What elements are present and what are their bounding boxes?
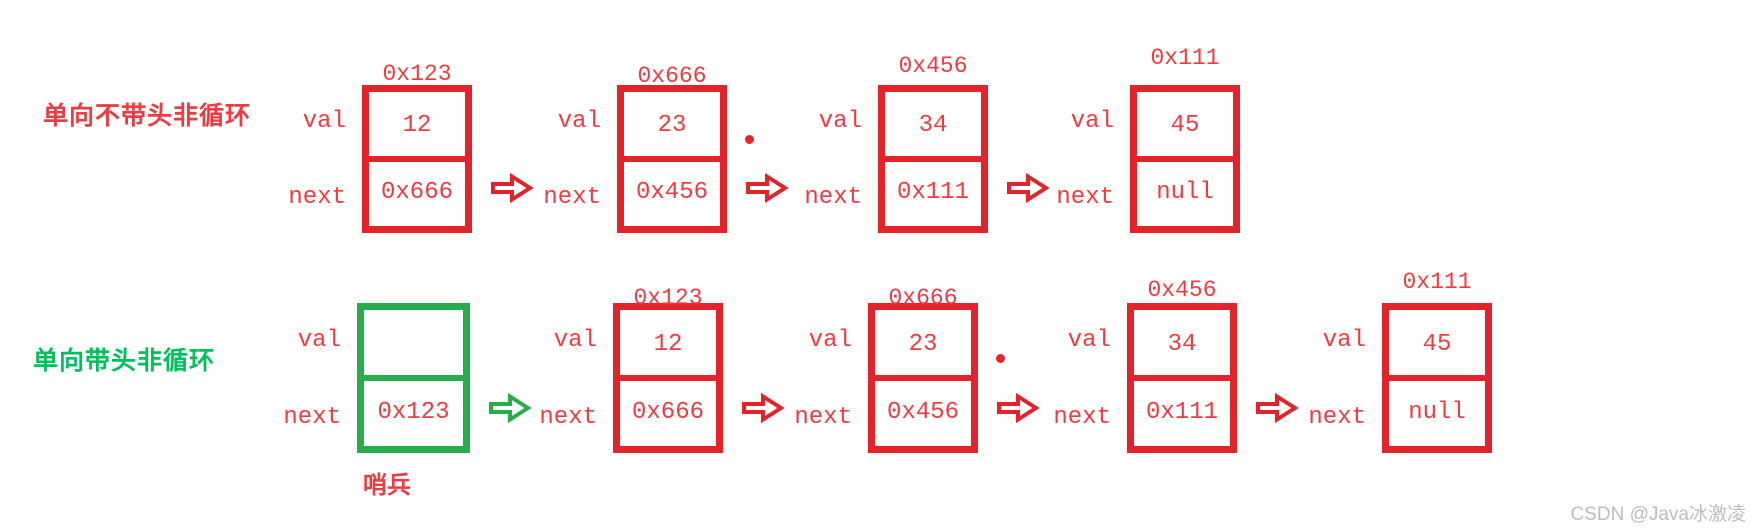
node-box: 23 0x456 (868, 303, 978, 453)
next-label: next (804, 184, 862, 211)
memory-address-label: 0x123 (633, 285, 703, 311)
watermark-text: CSDN @Java冰激凌 (1570, 504, 1746, 525)
link-arrow (741, 392, 785, 429)
row-label: 单向不带头非循环 (43, 101, 252, 130)
node-divider (369, 156, 465, 162)
node-box: 12 0x666 (613, 303, 723, 453)
next-cell: 0x123 (377, 398, 450, 426)
memory-address-label: 0x666 (637, 63, 707, 89)
val-cell: 45 (1170, 112, 1200, 139)
val-label: val (553, 326, 597, 354)
val-cell: 23 (908, 330, 938, 358)
next-cell: 0x111 (896, 179, 969, 206)
next-label: next (288, 184, 346, 211)
next-cell: 0x666 (380, 179, 453, 206)
val-label: val (297, 326, 341, 354)
val-label: val (808, 326, 852, 354)
link-arrow (996, 392, 1040, 429)
val-cell: 34 (1167, 330, 1197, 358)
row-label: 单向带头非循环 (33, 346, 216, 375)
next-cell: null (1408, 398, 1466, 426)
val-label: val (1070, 108, 1114, 135)
block-arrow-right-icon (1256, 392, 1299, 423)
val-cell: 12 (402, 112, 432, 139)
block-arrow-right-icon (489, 392, 532, 423)
memory-address-label: 0x456 (1147, 277, 1217, 303)
next-cell: 0x666 (631, 398, 704, 426)
dot-mark (745, 135, 754, 145)
memory-address-label: 0x111 (1402, 269, 1472, 295)
val-cell: 34 (918, 112, 948, 139)
val-label: val (1067, 326, 1111, 354)
node-box: 34 0x111 (1127, 303, 1237, 453)
next-label: next (543, 184, 601, 211)
next-cell: null (1156, 179, 1214, 206)
memory-address-label: 0x123 (382, 61, 452, 87)
link-arrow (745, 172, 789, 209)
next-cell: 0x456 (635, 179, 708, 206)
node-box: 0x123 (357, 303, 470, 453)
next-label: next (283, 403, 341, 431)
next-label: next (1308, 403, 1366, 431)
link-arrow (1006, 172, 1050, 209)
block-arrow-right-icon (1007, 172, 1050, 204)
node-box: 23 0x456 (617, 85, 727, 233)
node-divider (1134, 375, 1230, 381)
sentinel-caption: 哨兵 (363, 471, 411, 499)
node-divider (875, 375, 971, 381)
block-arrow-right-icon (997, 392, 1040, 423)
link-arrow (488, 392, 532, 429)
memory-address-label: 0x666 (888, 285, 958, 311)
memory-address-label: 0x456 (898, 53, 968, 79)
node-divider (364, 375, 463, 381)
block-arrow-right-icon (742, 392, 785, 423)
node-divider (885, 156, 981, 162)
link-arrow (490, 172, 534, 209)
next-cell: 0x456 (886, 398, 959, 426)
next-cell: 0x111 (1145, 398, 1218, 426)
dot-mark (996, 354, 1005, 363)
node-divider (624, 156, 720, 162)
block-arrow-right-icon (746, 172, 789, 204)
val-cell: 23 (657, 112, 687, 139)
node-divider (1389, 375, 1485, 381)
val-label: val (302, 108, 346, 135)
val-cell: 12 (653, 330, 683, 358)
link-arrow (1255, 392, 1299, 429)
node-divider (620, 375, 716, 381)
next-label: next (1053, 403, 1111, 431)
node-box: 12 0x666 (362, 85, 472, 233)
block-arrow-right-icon (491, 172, 534, 204)
val-label: val (557, 108, 601, 135)
val-cell: 45 (1422, 330, 1452, 358)
next-label: next (794, 403, 852, 431)
val-cell (364, 310, 463, 378)
next-label: next (539, 403, 597, 431)
node-box: 45 null (1130, 85, 1240, 233)
node-divider (1137, 156, 1233, 162)
next-label: next (1056, 184, 1114, 211)
node-box: 34 0x111 (878, 85, 988, 233)
memory-address-label: 0x111 (1150, 45, 1220, 71)
node-box: 45 null (1382, 303, 1492, 453)
val-label: val (818, 108, 862, 135)
val-label: val (1322, 326, 1366, 354)
